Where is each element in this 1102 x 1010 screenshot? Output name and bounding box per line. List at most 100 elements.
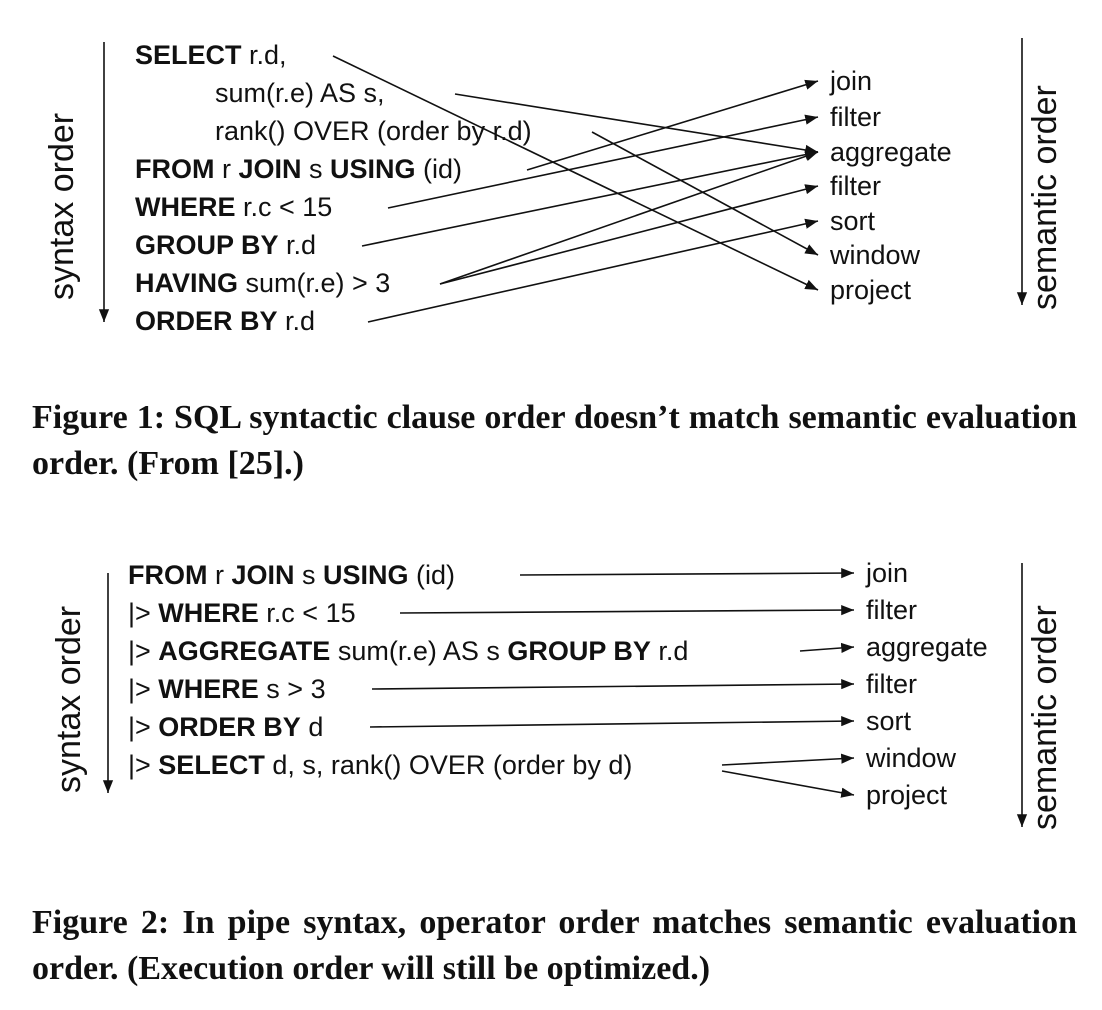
mapping-arrow bbox=[387, 114, 819, 209]
clause-token: r.d bbox=[651, 636, 689, 666]
clause-token: |> bbox=[128, 750, 158, 780]
clause-token: SELECT bbox=[158, 750, 265, 780]
figure1-clause: GROUP BY r.d bbox=[135, 230, 316, 260]
semantic-step-list: join filter aggregate filter sort window proje… bbox=[865, 558, 988, 810]
semantic-order-label: semantic order bbox=[1026, 605, 1064, 830]
clause-token: r.c < 15 bbox=[259, 598, 356, 628]
figure1-clause: sum(r.e) AS s, bbox=[215, 78, 385, 108]
mapping-arrows bbox=[332, 55, 819, 323]
semantic-step-join: join bbox=[829, 66, 872, 96]
figure-2-svg: syntax order semantic order FROM r JOIN … bbox=[50, 558, 1064, 830]
clause-token: |> bbox=[128, 636, 158, 666]
figure2-clause: |> WHERE r.c < 15 bbox=[128, 598, 356, 628]
clause-token: FROM bbox=[135, 154, 214, 184]
mapping-arrow bbox=[369, 716, 855, 728]
figure-1-svg: syntax order semantic order SELECT r.d,s… bbox=[43, 38, 1064, 336]
figure2-clause: |> AGGREGATE sum(r.e) AS s GROUP BY r.d bbox=[128, 636, 688, 666]
figure1-clause: FROM r JOIN s USING (id) bbox=[135, 154, 462, 184]
figure1-clause: ORDER BY r.d bbox=[135, 306, 315, 336]
clause-token: r bbox=[207, 560, 231, 590]
clause-token: sum(r.e) AS s bbox=[330, 636, 507, 666]
clause-token: HAVING bbox=[135, 268, 238, 298]
semantic-step-join: join bbox=[865, 558, 908, 588]
clause-token: WHERE bbox=[158, 598, 259, 628]
semantic-step-window: window bbox=[865, 743, 957, 773]
mapping-arrow bbox=[526, 79, 819, 171]
semantic-step-filter: filter bbox=[830, 102, 881, 132]
mapping-arrow bbox=[332, 55, 819, 291]
figure1-clause: HAVING sum(r.e) > 3 bbox=[135, 268, 390, 298]
semantic-step-list: join filter aggregate filter sort window proje… bbox=[829, 66, 952, 305]
clause-token: d, s, rank() OVER (order by d) bbox=[265, 750, 633, 780]
mapping-arrow bbox=[439, 184, 819, 285]
clause-token: GROUP BY bbox=[135, 230, 279, 260]
semantic-step-window: window bbox=[829, 240, 921, 270]
mapping-arrow bbox=[367, 218, 819, 323]
clause-token: JOIN bbox=[231, 560, 294, 590]
syntax-clause-list: SELECT r.d, sum(r.e) AS s, rank() OVER (or… bbox=[135, 40, 532, 336]
clause-token: r.d, bbox=[242, 40, 287, 70]
clause-token: (id) bbox=[409, 560, 456, 590]
figure-2-caption: Figure 2: In pipe syntax, operator order… bbox=[32, 904, 1077, 987]
syntax-clause-list: FROM r JOIN s USING (id) |> WHERE r.c < 1… bbox=[128, 560, 688, 780]
mapping-arrow bbox=[721, 770, 855, 798]
semantic-step-sort: sort bbox=[866, 706, 912, 736]
clause-token: r.d bbox=[278, 306, 316, 336]
semantic-step-filter: filter bbox=[866, 669, 917, 699]
clause-token: GROUP BY bbox=[507, 636, 651, 666]
figure2-clause: |> WHERE s > 3 bbox=[128, 674, 326, 704]
mapping-arrow bbox=[519, 567, 855, 579]
clause-token: ORDER BY bbox=[158, 712, 301, 742]
clause-token: rank() OVER (order by r.d) bbox=[215, 116, 532, 146]
clause-token: s > 3 bbox=[259, 674, 326, 704]
mapping-arrow bbox=[454, 93, 819, 156]
clause-token: |> bbox=[128, 712, 158, 742]
clause-token: USING bbox=[323, 560, 409, 590]
clause-token: s bbox=[302, 154, 331, 184]
semantic-step-project: project bbox=[830, 275, 912, 305]
semantic-step-filter: filter bbox=[830, 171, 881, 201]
mapping-arrow bbox=[361, 149, 819, 247]
clause-token: JOIN bbox=[238, 154, 301, 184]
figure-1-diagram: syntax order semantic order SELECT r.d,s… bbox=[0, 0, 1102, 360]
clause-token: r.c < 15 bbox=[236, 192, 333, 222]
clause-token: sum(r.e) > 3 bbox=[238, 268, 390, 298]
figure1-clause: SELECT r.d, bbox=[135, 40, 287, 70]
semantic-step-aggregate: aggregate bbox=[830, 137, 952, 167]
mapping-arrow bbox=[371, 679, 855, 690]
figure-1-caption: Figure 1: SQL syntactic clause order doe… bbox=[32, 399, 1077, 482]
mapping-arrows bbox=[369, 567, 855, 798]
figure1-clause: WHERE r.c < 15 bbox=[135, 192, 332, 222]
figure2-clause: |> SELECT d, s, rank() OVER (order by d) bbox=[128, 750, 632, 780]
mapping-arrow bbox=[799, 642, 855, 654]
syntax-order-label: syntax order bbox=[43, 113, 81, 300]
syntax-order-label: syntax order bbox=[50, 606, 88, 793]
figure2-clause: FROM r JOIN s USING (id) bbox=[128, 560, 455, 590]
mapping-arrow bbox=[721, 753, 855, 766]
clause-token: AGGREGATE bbox=[158, 636, 330, 666]
mapping-arrow bbox=[591, 131, 819, 256]
figure1-clause: rank() OVER (order by r.d) bbox=[215, 116, 532, 146]
clause-token: USING bbox=[330, 154, 416, 184]
clause-token: WHERE bbox=[135, 192, 236, 222]
figure-2-diagram: syntax order semantic order FROM r JOIN … bbox=[0, 555, 1102, 845]
clause-token: d bbox=[301, 712, 324, 742]
mapping-arrow bbox=[399, 604, 855, 616]
clause-token: |> bbox=[128, 674, 158, 704]
semantic-step-sort: sort bbox=[830, 206, 876, 236]
clause-token: sum(r.e) AS s, bbox=[215, 78, 385, 108]
clause-token: (id) bbox=[416, 154, 463, 184]
clause-token: SELECT bbox=[135, 40, 242, 70]
semantic-step-aggregate: aggregate bbox=[866, 632, 988, 662]
clause-token: WHERE bbox=[158, 674, 259, 704]
semantic-step-filter: filter bbox=[866, 595, 917, 625]
clause-token: r bbox=[214, 154, 238, 184]
clause-token: s bbox=[295, 560, 324, 590]
clause-token: r.d bbox=[279, 230, 317, 260]
mapping-arrow bbox=[439, 151, 819, 285]
clause-token: FROM bbox=[128, 560, 207, 590]
clause-token: |> bbox=[128, 598, 158, 628]
figure2-clause: |> ORDER BY d bbox=[128, 712, 323, 742]
clause-token: ORDER BY bbox=[135, 306, 278, 336]
semantic-step-project: project bbox=[866, 780, 948, 810]
